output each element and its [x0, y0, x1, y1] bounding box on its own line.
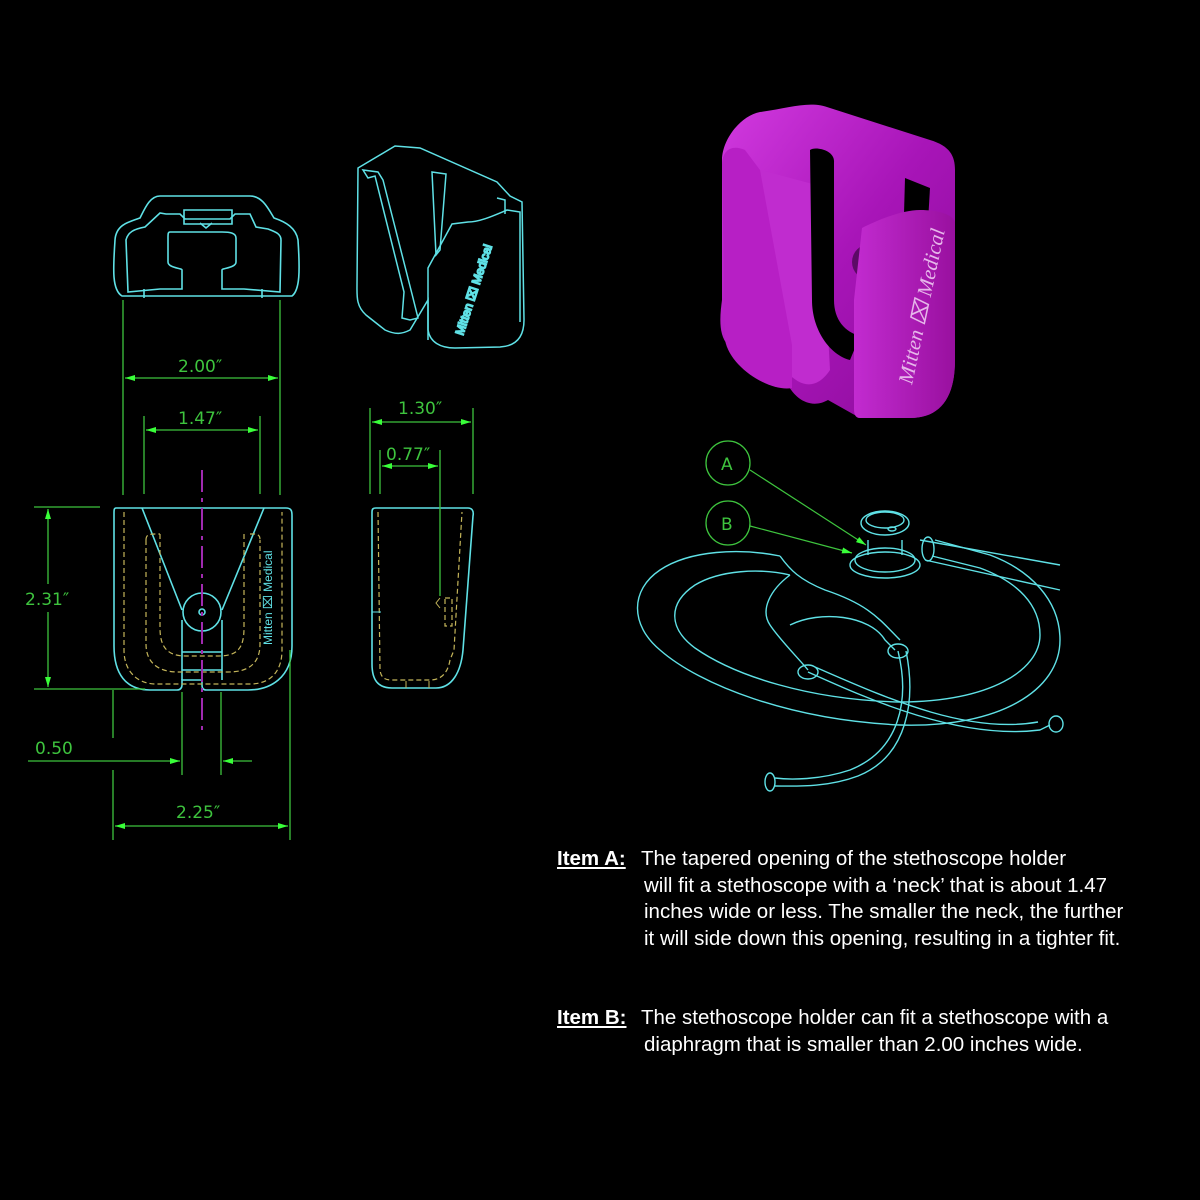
- front-view: Mitten ⌧ Medical: [113, 470, 293, 730]
- callouts: A B: [705, 440, 867, 554]
- dim-label-0-77: 0.77″: [386, 445, 430, 465]
- dim-label-1-47: 1.47″: [178, 409, 222, 429]
- front-logo-text: Mitten ⌧ Medical: [261, 550, 275, 645]
- callout-b-label: B: [721, 515, 733, 535]
- dim-label-0-50: 0.50: [35, 739, 73, 759]
- top-view: [112, 195, 300, 298]
- dim-label-2-25: 2.25″: [176, 803, 220, 823]
- dimension-labels: 2.00″ 1.47″ 2.31″ 0.50 2.25″ 1.30″ 0.77″: [25, 357, 442, 823]
- note-item-a-line: The tapered opening of the stethoscope h…: [641, 847, 1067, 870]
- note-item-a-line: inches wide or less. The smaller the nec…: [644, 900, 1124, 923]
- callout-a-label: A: [721, 455, 733, 475]
- dim-label-2-31: 2.31″: [25, 590, 69, 610]
- side-view: [371, 507, 475, 689]
- dim-label-1-30: 1.30″: [398, 399, 442, 419]
- product-render: Mitten ⌧ Medical: [720, 104, 955, 419]
- note-item-a-line: will fit a stethoscope with a ‘neck’ tha…: [644, 873, 1108, 897]
- note-item-b-line: The stethoscope holder can fit a stethos…: [641, 1006, 1109, 1029]
- note-item-b-label: Item B:: [557, 1006, 627, 1029]
- isometric-outline-view: Mitten ⌧ Medical: [356, 145, 525, 349]
- dimension-lines: [28, 300, 474, 840]
- note-item-b-line: diaphragm that is smaller than 2.00 inch…: [644, 1032, 1083, 1056]
- note-item-a-line: it will side down this opening, resultin…: [644, 926, 1121, 950]
- note-item-a-label: Item A:: [557, 847, 626, 870]
- dim-label-2-00: 2.00″: [178, 357, 222, 377]
- isometric-logo-text: Mitten ⌧ Medical: [453, 243, 496, 337]
- stethoscope-drawing: [636, 510, 1064, 792]
